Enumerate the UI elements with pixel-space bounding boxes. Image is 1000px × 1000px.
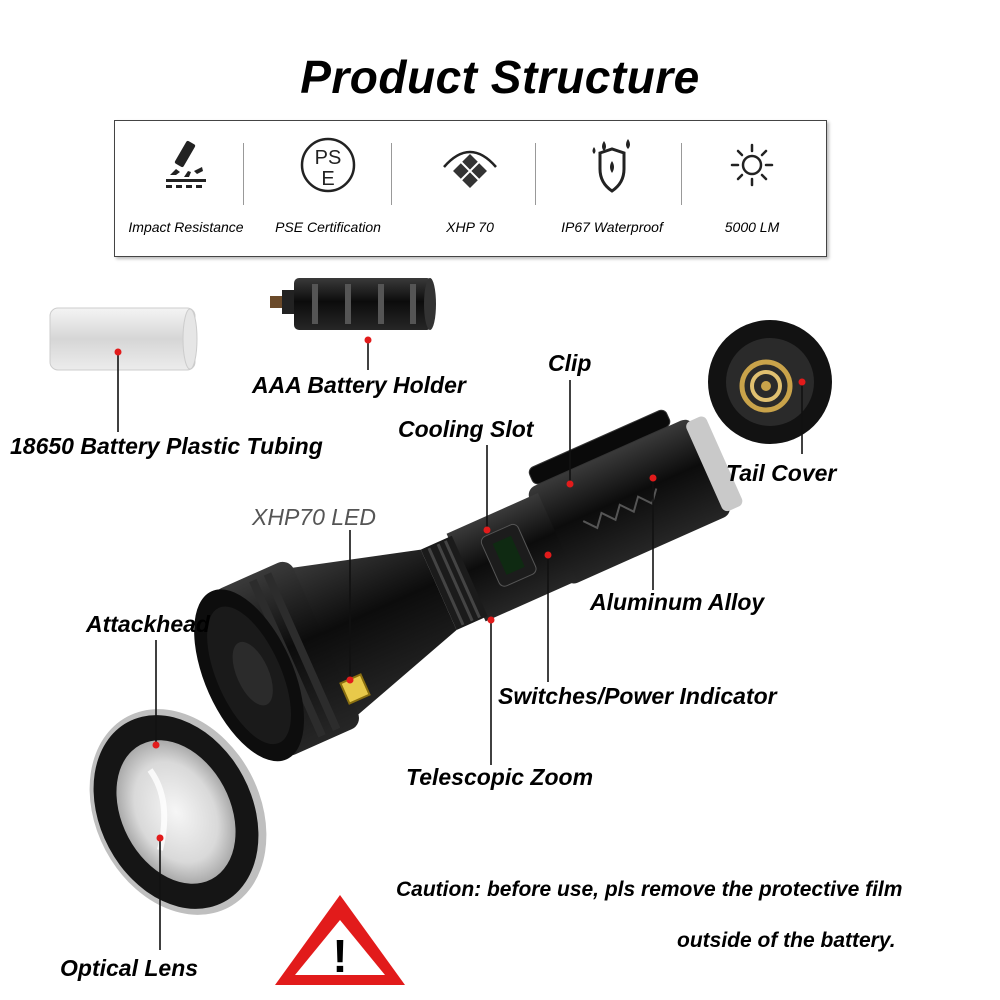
label-optical-lens: Optical Lens: [60, 955, 199, 981]
feature-impact: Impact Resistance: [115, 121, 257, 256]
impact-icon: [166, 140, 206, 188]
pse-top-text: PS: [315, 147, 342, 169]
label-switches: Switches/Power Indicator: [498, 683, 777, 709]
flashlight-body: [194, 409, 743, 762]
sun-icon: [730, 143, 774, 187]
feature-label: IP67 Waterproof: [561, 219, 663, 235]
feature-label: Impact Resistance: [128, 219, 244, 235]
feature-lumens: 5000 LM: [681, 121, 823, 256]
red-markers: [114, 336, 806, 842]
label-attackhead: Attackhead: [86, 611, 210, 637]
attackhead-lens-assembly: [89, 709, 267, 915]
label-led: XHP70 LED: [252, 504, 377, 530]
feature-label: PSE Certification: [275, 219, 381, 235]
caution-line-2: outside of the battery.: [677, 929, 896, 952]
battery-plastic-tubing: [49, 307, 198, 371]
label-clip: Clip: [548, 350, 592, 376]
separator: [391, 143, 392, 205]
label-tail-cover: Tail Cover: [726, 460, 837, 486]
feature-label: XHP 70: [446, 219, 494, 235]
feature-panel: Impact Resistance PS E PSE Certification…: [114, 120, 827, 257]
separator: [681, 143, 682, 205]
aaa-battery-holder: [270, 278, 436, 330]
feature-xhp70: XHP 70: [399, 121, 541, 256]
feature-label: 5000 LM: [724, 219, 780, 235]
leader-lines: [117, 342, 803, 950]
label-telescopic-zoom: Telescopic Zoom: [406, 764, 594, 790]
waterproof-shield-icon: [592, 139, 630, 193]
label-aluminum-alloy: Aluminum Alloy: [590, 589, 765, 615]
warning-mark: !: [332, 930, 347, 982]
warning-triangle-icon: !: [275, 895, 405, 985]
caution-line-1: Caution: before use, pls remove the prot…: [396, 878, 903, 901]
pse-icon: PS E: [300, 137, 356, 193]
separator: [535, 143, 536, 205]
label-tubing: 18650 Battery Plastic Tubing: [10, 433, 323, 459]
label-cooling-slot: Cooling Slot: [398, 416, 534, 442]
pse-bottom-text: E: [321, 168, 334, 190]
separator: [243, 143, 244, 205]
page-title: Product Structure: [300, 51, 700, 103]
tail-cover: [708, 320, 832, 444]
feature-ip67: IP67 Waterproof: [541, 121, 683, 256]
label-holder: AAA Battery Holder: [252, 372, 466, 398]
feature-pse: PS E PSE Certification: [257, 121, 399, 256]
led-chip-icon: [443, 150, 497, 188]
